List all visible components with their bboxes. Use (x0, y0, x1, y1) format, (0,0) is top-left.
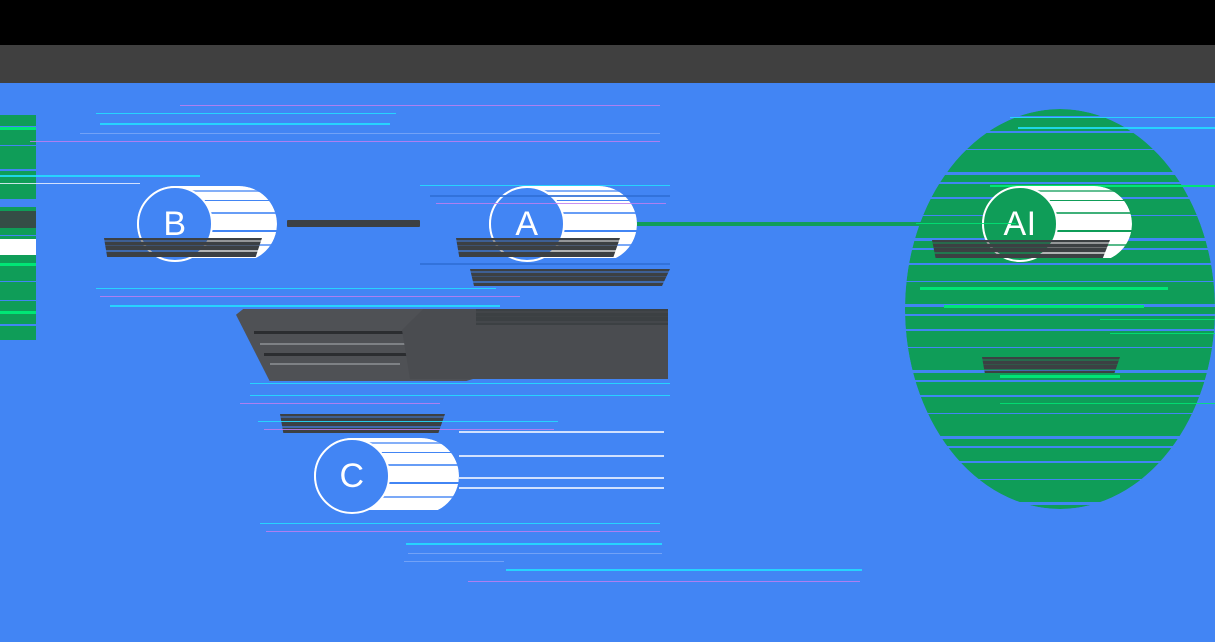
edge-a-to-ai[interactable] (637, 222, 1005, 226)
edge-b-to-a[interactable] (287, 220, 420, 227)
glitch-scanline (468, 581, 860, 582)
glitch-scanline (250, 383, 670, 384)
blob-scanline (1000, 375, 1120, 378)
glitch-scanline (408, 553, 662, 554)
glitch-scanline (406, 543, 662, 545)
glitch-scanline (1110, 333, 1215, 334)
glitch-scanline (250, 395, 670, 396)
slab-label (476, 309, 668, 325)
glitch-scanline (459, 455, 664, 457)
node-a-label-below (470, 269, 670, 286)
node-ai-label-above (932, 240, 1110, 258)
left-panel-highlight (0, 127, 36, 130)
node-c-label (280, 414, 445, 433)
glitch-scanline (260, 523, 660, 524)
glitch-scanline (436, 203, 666, 204)
node-c[interactable]: C (314, 438, 459, 514)
node-b-label (104, 238, 262, 257)
glitch-scanline (110, 305, 500, 307)
glitch-scanline (266, 531, 660, 532)
glitch-scanline (30, 141, 660, 142)
node-a-label-above (456, 238, 620, 257)
glitch-scanline (1018, 127, 1215, 129)
node-b-initial: B (163, 204, 187, 243)
glitch-scanline (100, 296, 520, 297)
slab-line (254, 331, 444, 334)
slab-line (260, 343, 436, 345)
glitch-scanline (96, 113, 396, 114)
glitch-scanline (420, 263, 670, 265)
glitch-scanline (1100, 319, 1215, 320)
glitch-scanline (258, 421, 558, 422)
glitch-scanline (1010, 117, 1215, 118)
glitch-scanline (430, 195, 670, 197)
glitch-scanline (100, 123, 390, 125)
slab-line (264, 353, 424, 356)
node-a-initial: A (515, 204, 539, 243)
glitch-scanline (420, 185, 670, 186)
node-c-initial: C (339, 456, 365, 495)
glitch-scanline (404, 561, 504, 562)
glitch-scanline (459, 431, 664, 433)
glitch-scanline (264, 429, 554, 430)
glitch-scanline (459, 477, 664, 479)
blob-scanline (920, 287, 1168, 290)
glitch-scanline (459, 487, 664, 489)
glitch-scanline (96, 288, 496, 289)
glitch-scanline (240, 403, 440, 404)
top-letterbox-band (0, 0, 1215, 45)
left-edge-panel[interactable] (0, 115, 36, 340)
node-c-avatar[interactable]: C (314, 438, 390, 514)
glitch-scanline (0, 175, 200, 177)
blob-scanline (944, 305, 1144, 308)
ai-cluster-blob (905, 109, 1215, 509)
diagram-canvas[interactable]: B A C (0, 83, 1215, 642)
left-panel-row (0, 239, 36, 255)
node-ai-initial: AI (1003, 204, 1037, 243)
glitch-scanline (180, 105, 660, 106)
left-panel-highlight (0, 311, 36, 314)
window-titlebar[interactable]: Untitled (0, 45, 1215, 114)
glitch-scanline (916, 223, 1016, 224)
glitch-scanline (506, 569, 862, 571)
node-ai-label-below (982, 357, 1120, 373)
glitch-scanline (0, 183, 140, 184)
left-panel-highlight (0, 263, 36, 266)
left-panel-row (0, 211, 36, 228)
glitch-scanline (1000, 403, 1215, 404)
glitch-scanline (80, 133, 660, 134)
slab-line (270, 363, 400, 365)
